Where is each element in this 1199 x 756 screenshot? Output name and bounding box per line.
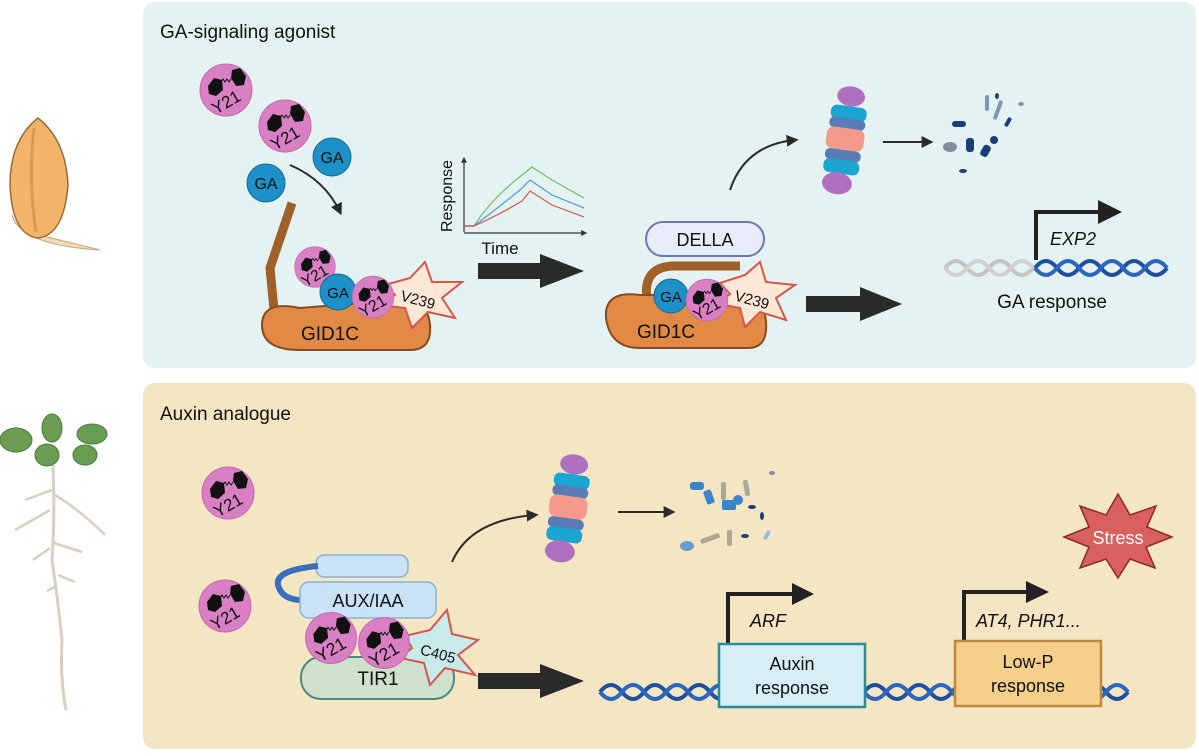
ga-response-label: GA response xyxy=(997,292,1107,313)
big-arrow-2 xyxy=(806,287,902,321)
promoter-arrow-exp2 xyxy=(1034,210,1100,260)
gene-arf: ARF xyxy=(749,611,787,631)
svg-text:GID1C: GID1C xyxy=(301,324,359,345)
binding-arrow xyxy=(289,164,342,216)
svg-text:Low-P: Low-P xyxy=(1002,652,1053,672)
aux-iaa-small xyxy=(315,554,409,578)
svg-text:TIR1: TIR1 xyxy=(357,669,398,690)
peptide-fragments-ga xyxy=(943,93,1024,173)
svg-text:GA: GA xyxy=(327,285,349,302)
gid1c-della-complex: DELLA GID1C GA V239 Y21 xyxy=(604,221,798,349)
degradation-arrow-ga xyxy=(729,134,799,191)
svg-text:Response: Response xyxy=(439,160,456,232)
aux-iaa-box xyxy=(299,581,437,619)
gid1c-complex-1: GID1C Y21 GA V239 Y21 xyxy=(260,201,465,351)
svg-text:response: response xyxy=(755,678,829,698)
seed-icon xyxy=(9,117,101,251)
stress-burst: Stress xyxy=(1061,492,1175,580)
ga-dna xyxy=(943,259,1169,277)
free-y21-1: Y21 xyxy=(199,63,253,118)
red-curve xyxy=(465,190,585,227)
free-ga-2: GA xyxy=(246,163,286,203)
big-arrow-3 xyxy=(478,664,584,698)
peptide-fragments-aux xyxy=(680,471,775,551)
tir1-complex: AUX/IAA TIR1 C405 Y21 Y21 xyxy=(274,554,481,700)
della-box xyxy=(645,221,765,257)
seedling-icon xyxy=(0,413,108,711)
svg-text:DELLA: DELLA xyxy=(676,230,733,250)
degradation-arrow-aux xyxy=(451,509,539,563)
promoter-arrow-at4 xyxy=(962,590,1030,642)
auxin-response-box: Auxin response xyxy=(717,642,867,709)
promoter-arrow-arf xyxy=(726,592,795,645)
svg-text:response: response xyxy=(991,676,1065,696)
low-p-response-box: Low-P response xyxy=(953,639,1103,708)
free-y21-aux-2: Y21 xyxy=(198,579,252,634)
svg-text:GA: GA xyxy=(254,176,277,193)
gene-at4-phr1: AT4, PHR1... xyxy=(975,611,1081,631)
free-y21-2: Y21 xyxy=(258,99,312,154)
big-arrow-1 xyxy=(478,254,584,288)
auxin-panel-title: Auxin analogue xyxy=(160,404,291,425)
svg-text:GA: GA xyxy=(660,289,682,306)
gene-exp2: EXP2 xyxy=(1050,229,1096,249)
ga-panel xyxy=(143,2,1196,368)
free-ga-1: GA xyxy=(312,137,352,177)
response-time-plot: Response Time xyxy=(439,156,588,258)
svg-text:Time: Time xyxy=(481,239,518,258)
svg-text:GID1C: GID1C xyxy=(637,322,695,343)
svg-text:Auxin: Auxin xyxy=(769,654,814,674)
free-y21-aux-1: Y21 xyxy=(201,466,255,521)
svg-text:Stress: Stress xyxy=(1092,528,1143,548)
green-curve xyxy=(465,166,585,227)
ga-panel-title: GA-signaling agonist xyxy=(160,22,336,43)
svg-text:AUX/IAA: AUX/IAA xyxy=(332,591,403,611)
svg-text:GA: GA xyxy=(320,150,343,167)
